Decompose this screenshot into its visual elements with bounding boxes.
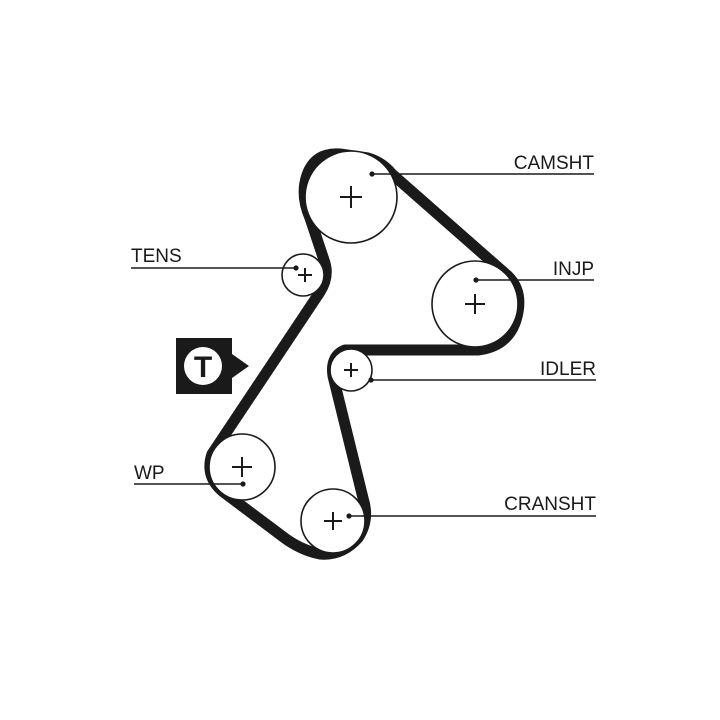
crankshaft-pulley <box>300 488 366 554</box>
camshaft-pulley <box>304 150 398 244</box>
tensioner-leader <box>131 265 299 271</box>
injection-pump-label: INJP <box>553 259 594 280</box>
water-pump-leader <box>134 481 246 487</box>
water-pump-label: WP <box>134 463 165 484</box>
camshaft-leader <box>369 171 594 177</box>
tensioner-badge: T <box>176 338 249 394</box>
idler-leader <box>368 377 596 383</box>
tensioner-pulley <box>281 253 325 297</box>
camshaft-label: CAMSHT <box>514 153 595 174</box>
injection-pump-pulley <box>431 260 519 348</box>
idler-label: IDLER <box>540 359 596 380</box>
tensioner-badge-letter: T <box>194 351 212 384</box>
water-pump-pulley <box>208 433 276 501</box>
crankshaft-label: CRANSHT <box>504 494 596 515</box>
crankshaft-leader <box>346 513 596 519</box>
tensioner-label: TENS <box>131 246 182 267</box>
injection-pump-leader <box>473 277 594 283</box>
idler-pulley <box>329 348 373 392</box>
